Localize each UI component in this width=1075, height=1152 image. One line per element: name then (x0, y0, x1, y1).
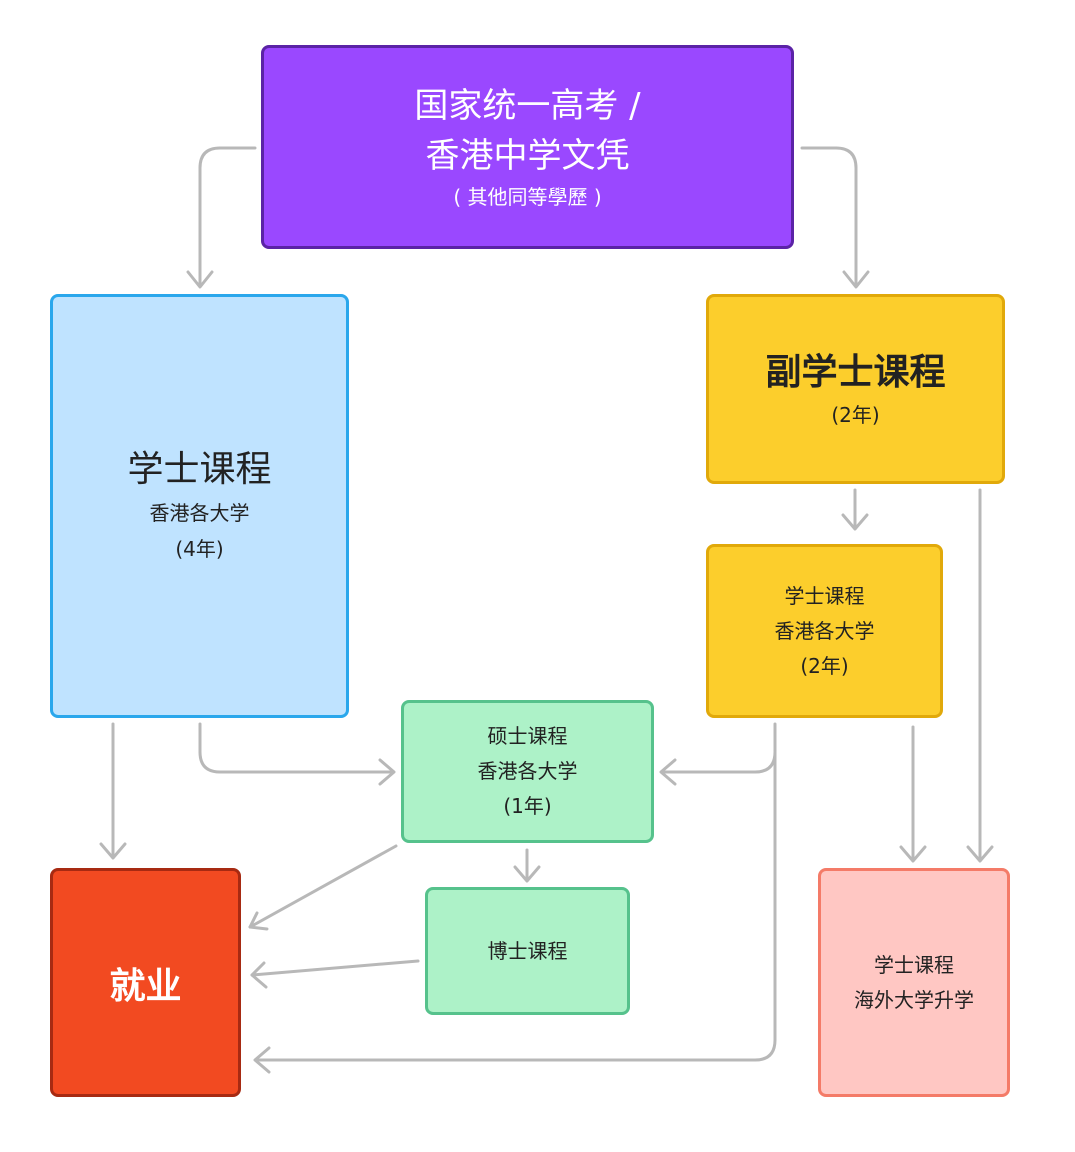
exam-node: 国家统一高考 / 香港中学文凭 ( 其他同等學歷 ) (261, 45, 794, 249)
arrow-bachelor2-to-employment (254, 750, 777, 1062)
associate-node: 副学士课程 (2年) (706, 294, 1005, 484)
overseas-subtitle: 海外大学升学 (854, 987, 974, 1012)
bachelor-hk-subtitle: 香港各大学 (149, 501, 250, 525)
bachelor-topup-title: 学士课程 (784, 583, 865, 608)
bachelor-hk-duration: (4年) (175, 537, 224, 561)
bachelor-topup-duration: (2年) (800, 653, 849, 678)
bachelor-hk-node: 学士课程 香港各大学 (4年) (50, 294, 349, 718)
arrow-phd-to-employment (250, 959, 420, 977)
bachelor-hk-topup-node: 学士课程 香港各大学 (2年) (706, 544, 943, 718)
overseas-node: 学士课程 海外大学升学 (818, 868, 1010, 1097)
associate-duration: (2年) (831, 403, 880, 427)
master-node: 硕士课程 香港各大学 (1年) (401, 700, 654, 843)
exam-line2: 香港中学文凭 (425, 136, 630, 176)
phd-node: 博士课程 (425, 887, 630, 1015)
arrow-exam-to-associate (800, 146, 858, 287)
arrow-exam-to-bachelor (198, 146, 257, 287)
employment-title: 就业 (109, 965, 182, 1007)
bachelor-hk-title: 学士课程 (127, 449, 272, 490)
arrow-master-to-employment (248, 844, 398, 929)
master-title: 硕士课程 (487, 724, 568, 748)
bachelor-topup-subtitle: 香港各大学 (774, 618, 875, 643)
master-duration: (1年) (503, 794, 552, 818)
exam-line1: 国家统一高考 / (414, 86, 641, 126)
master-subtitle: 香港各大学 (477, 759, 578, 783)
overseas-title: 学士课程 (874, 952, 954, 977)
arrow-bachelor-to-master (198, 722, 395, 774)
employment-node: 就业 (50, 868, 241, 1097)
exam-line3: ( 其他同等學歷 ) (453, 185, 602, 209)
arrow-bachelor2-to-master (660, 722, 777, 774)
associate-title: 副学士课程 (765, 352, 946, 393)
phd-title: 博士课程 (487, 938, 568, 963)
